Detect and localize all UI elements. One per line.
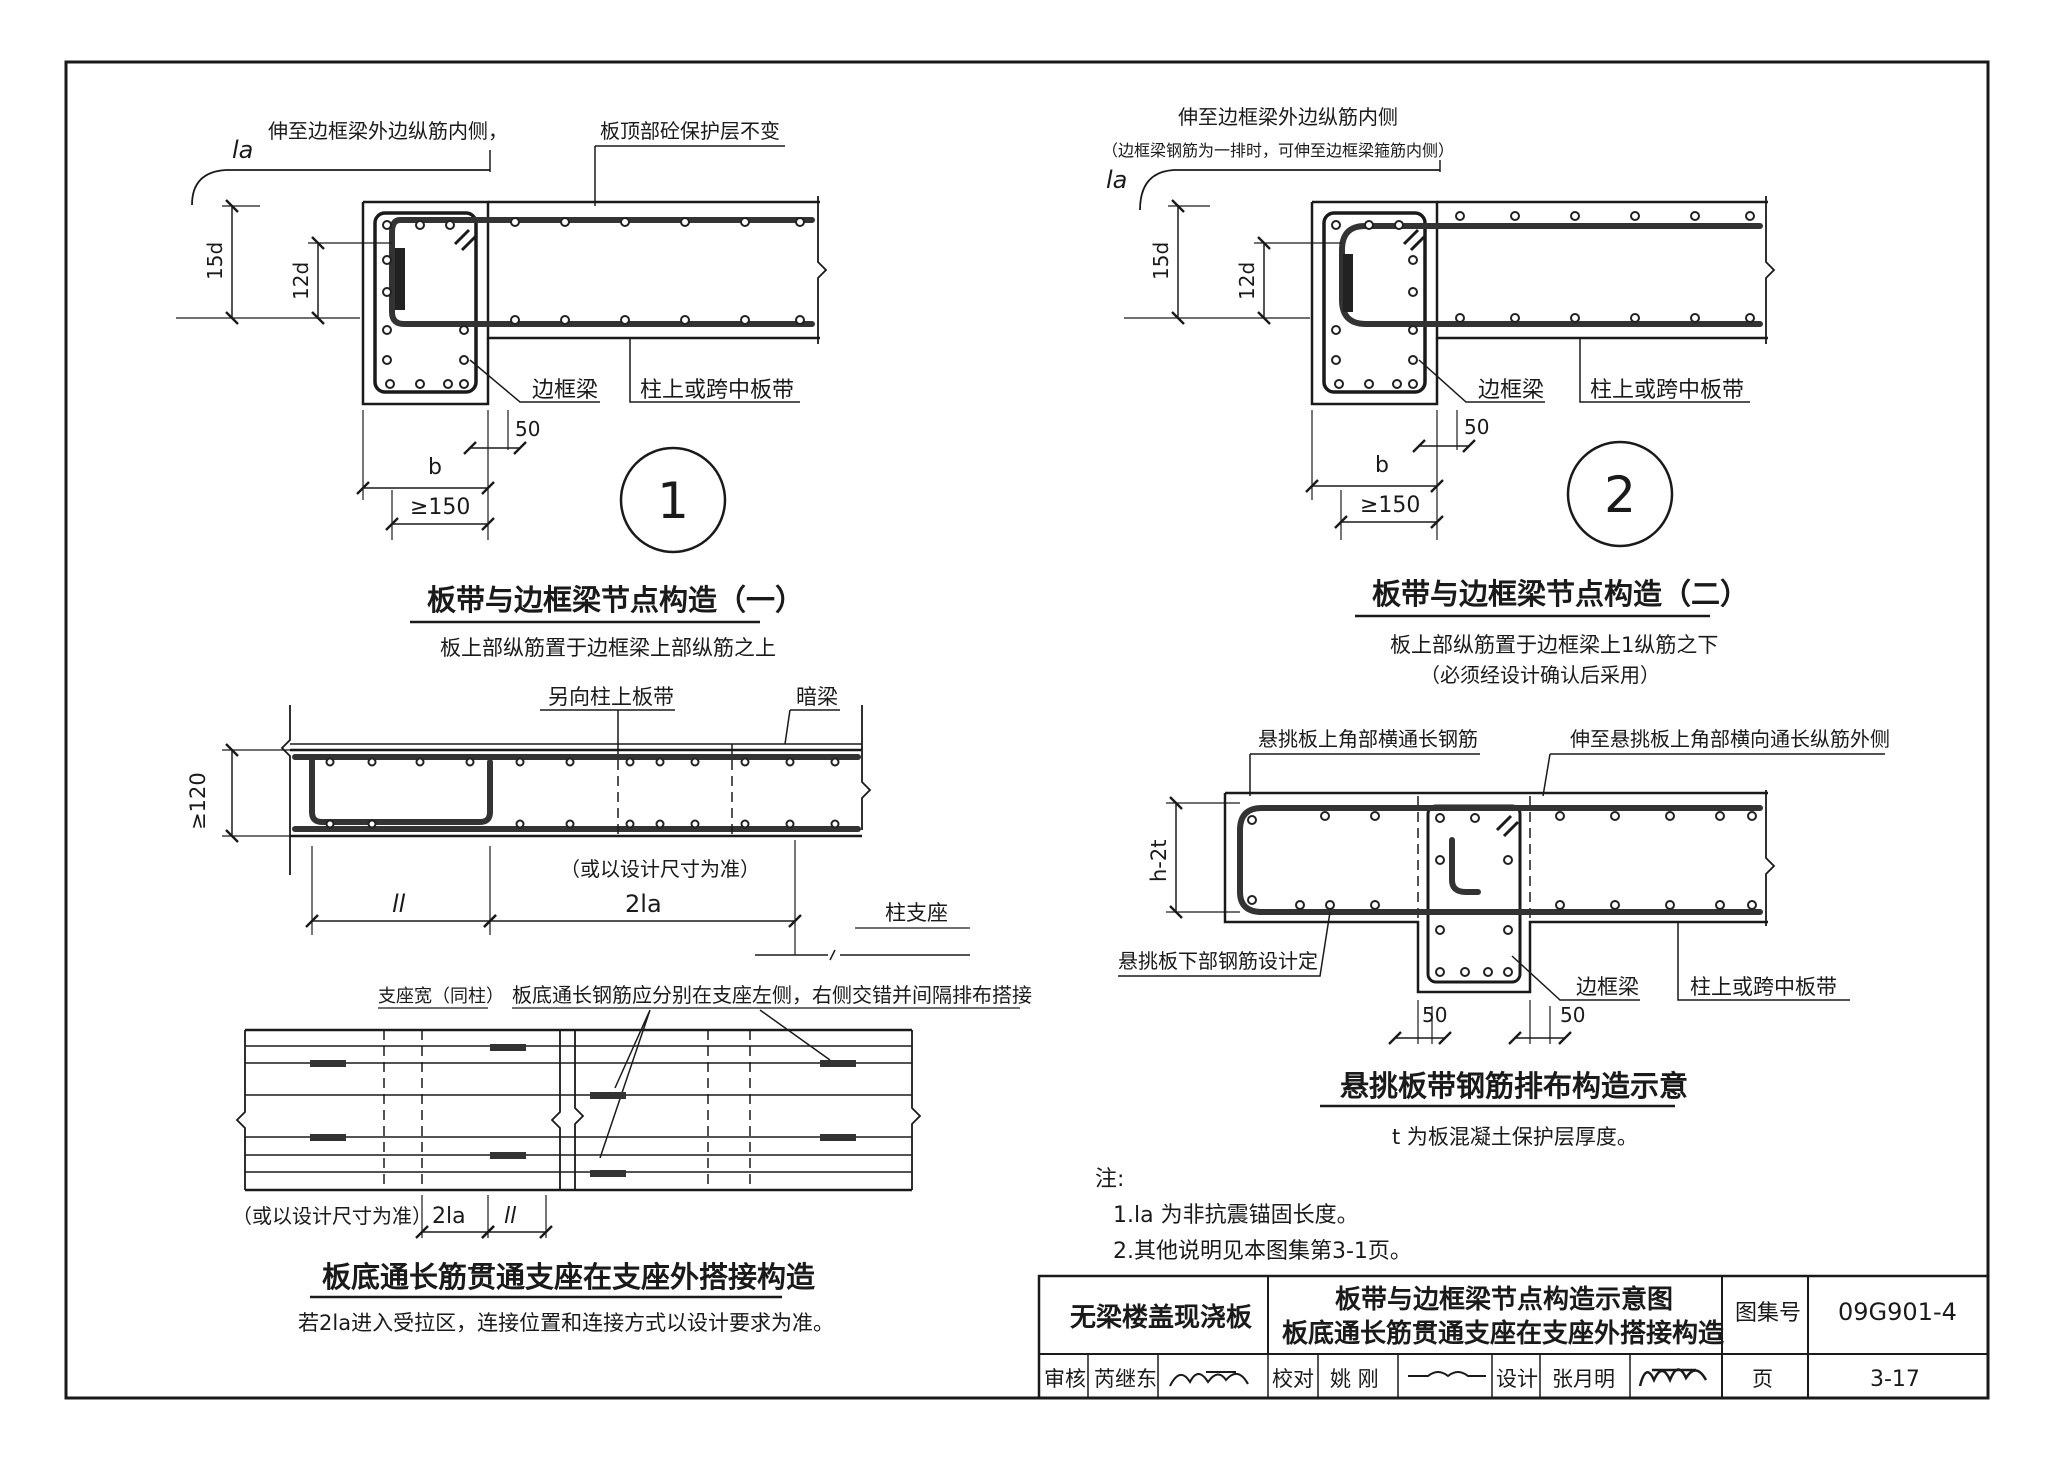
d5-bottom-label: 悬挑板下部钢筋设计定 xyxy=(1118,949,1318,973)
d4-title: 板底通长筋贯通支座在支座外搭接构造 xyxy=(322,1260,815,1294)
d4-dim-ll: ll xyxy=(504,1204,516,1229)
d4-subtitle: 若2la进入受拉区，连接位置和连接方式以设计要求为准。 xyxy=(298,1311,834,1335)
title-block: 无梁楼盖现浇板 板带与边框梁节点构造示意图 板底通长筋贯通支座在支座外搭接构造 … xyxy=(1037,1274,1990,1400)
notes: 注: 1.la 为非抗震锚固长度。 2.其他说明见本图集第3-1页。 xyxy=(1095,1167,1412,1264)
tb-page-no: 3-17 xyxy=(1870,1367,1920,1392)
d1-number-circle xyxy=(619,446,727,554)
d5-dim-50b: 50 xyxy=(1560,1003,1585,1027)
d5-extend-label: 伸至悬挑板上角部横向通长纵筋外侧 xyxy=(1570,727,1890,751)
d2-dim-12d: 12d xyxy=(1235,262,1259,300)
d2-dim-15d: 15d xyxy=(1149,242,1173,280)
d5-subtitle: t 为板混凝土保护层厚度。 xyxy=(1392,1125,1638,1149)
d1-dim-b: b xyxy=(428,455,442,480)
d2-beam-label: 边框梁 xyxy=(1478,378,1544,403)
tb-check-label: 校对 xyxy=(1272,1367,1314,1391)
d5-dim-h: h-2t xyxy=(1147,840,1171,882)
d1-dim-150: ≥150 xyxy=(410,495,470,520)
tb-designer: 张月明 xyxy=(1552,1367,1615,1391)
detail-5: 悬挑板上角部横通长钢筋 伸至悬挑板上角部横向通长纵筋外侧 h-2t 悬挑板下部钢… xyxy=(1118,727,1890,1149)
tb-review-label: 审核 xyxy=(1044,1367,1086,1391)
d1-la-label: la xyxy=(232,136,253,164)
d2-title: 板带与边框梁节点构造（二） xyxy=(1372,577,1749,611)
d3-support-label: 柱支座 xyxy=(885,901,948,925)
d1-dim-15d: 15d xyxy=(203,242,227,280)
detail-3: 另向柱上板带 暗梁 ≥120 （或以设计尺寸为准） ll 2la 柱支座 xyxy=(186,685,970,961)
d2-extend-note: （边框梁钢筋为一排时，可伸至边框梁箍筋内侧） xyxy=(1102,141,1454,160)
tb-design-label: 设计 xyxy=(1496,1367,1538,1391)
tb-designer-signature xyxy=(1638,1368,1708,1387)
d5-top-bar-label: 悬挑板上角部横通长钢筋 xyxy=(1258,727,1478,751)
tb-reviewer: 芮继东 xyxy=(1094,1367,1157,1391)
d3-strip-label: 另向柱上板带 xyxy=(548,685,674,709)
d2-number: 2 xyxy=(1604,466,1636,524)
d1-cover-label: 板顶部砼保护层不变 xyxy=(600,119,780,143)
d2-number-circle xyxy=(1566,440,1674,548)
tb-title-line2: 板底通长筋贯通支座在支座外搭接构造 xyxy=(1282,1318,1724,1349)
d3-dim-ll: ll xyxy=(392,890,406,918)
tb-title-line1: 板带与边框梁节点构造示意图 xyxy=(1335,1284,1673,1315)
d1-strip-label: 柱上或跨中板带 xyxy=(640,378,794,403)
d4-dim-2la: 2la xyxy=(432,1204,466,1229)
d5-title: 悬挑板带钢筋排布构造示意 xyxy=(1340,1069,1688,1103)
d2-extend-label: 伸至边框梁外边纵筋内侧 xyxy=(1178,105,1398,129)
tb-page-label: 页 xyxy=(1752,1367,1773,1391)
note-1: 1.la 为非抗震锚固长度。 xyxy=(1113,1203,1359,1228)
tb-checker: 姚 刚 xyxy=(1330,1367,1379,1391)
d3-dim-2la: 2la xyxy=(625,890,662,918)
d2-la-label: la xyxy=(1106,166,1127,194)
notes-head: 注: xyxy=(1095,1167,1124,1192)
d1-dim-50: 50 xyxy=(515,417,540,441)
d3-hidden-beam-label: 暗梁 xyxy=(796,685,838,709)
d1-number: 1 xyxy=(657,472,689,530)
tb-atlas-no: 09G901-4 xyxy=(1838,1298,1957,1326)
d5-beam-label: 边框梁 xyxy=(1576,975,1639,999)
d5-dim-50a: 50 xyxy=(1422,1003,1447,1027)
d1-title: 板带与边框梁节点构造（一） xyxy=(427,583,804,617)
d1-extend-label: 伸至边框梁外边纵筋内侧， xyxy=(268,119,508,143)
d2-dim-b: b xyxy=(1375,453,1389,478)
d1-dim-12d: 12d xyxy=(289,262,313,300)
detail-1: la 伸至边框梁外边纵筋内侧， 板顶部砼保护层不变 15d 12d 边框梁 柱上… xyxy=(176,119,828,660)
d1-beam-label: 边框梁 xyxy=(532,378,598,403)
d4-note: （或以设计尺寸为准） xyxy=(232,1204,432,1228)
tb-reviewer-signature xyxy=(1169,1371,1249,1387)
d3-dim-120: ≥120 xyxy=(186,772,210,830)
sheet-border xyxy=(64,60,1990,1400)
d2-subtitle: 板上部纵筋置于边框梁上1纵筋之下 xyxy=(1390,633,1718,657)
d2-dim-50: 50 xyxy=(1464,415,1489,439)
d4-note-label: 板底通长钢筋应分别在支座左侧，右侧交错并间隔排布搭接 xyxy=(512,983,1032,1007)
d3-note: （或以设计尺寸为准） xyxy=(560,857,760,881)
d4-width-label: 支座宽（同柱） xyxy=(378,986,504,1007)
tb-category: 无梁楼盖现浇板 xyxy=(1070,1302,1252,1333)
d2-strip-label: 柱上或跨中板带 xyxy=(1590,378,1744,403)
detail-2: la 伸至边框梁外边纵筋内侧 （边框梁钢筋为一排时，可伸至边框梁箍筋内侧） 15… xyxy=(1102,105,1776,687)
d2-subtitle2: （必须经设计确认后采用） xyxy=(1420,663,1660,687)
tb-atlas-label: 图集号 xyxy=(1735,1301,1801,1326)
note-2: 2.其他说明见本图集第3-1页。 xyxy=(1113,1239,1412,1264)
d5-strip-label: 柱上或跨中板带 xyxy=(1690,975,1837,999)
d1-subtitle: 板上部纵筋置于边框梁上部纵筋之上 xyxy=(440,636,776,660)
d2-dim-150: ≥150 xyxy=(1360,493,1420,518)
tb-checker-signature xyxy=(1408,1371,1486,1378)
detail-4: 支座宽（同柱） 板底通长钢筋应分别在支座左侧，右侧交错并间隔排布搭接 （或以设计… xyxy=(232,983,1032,1335)
